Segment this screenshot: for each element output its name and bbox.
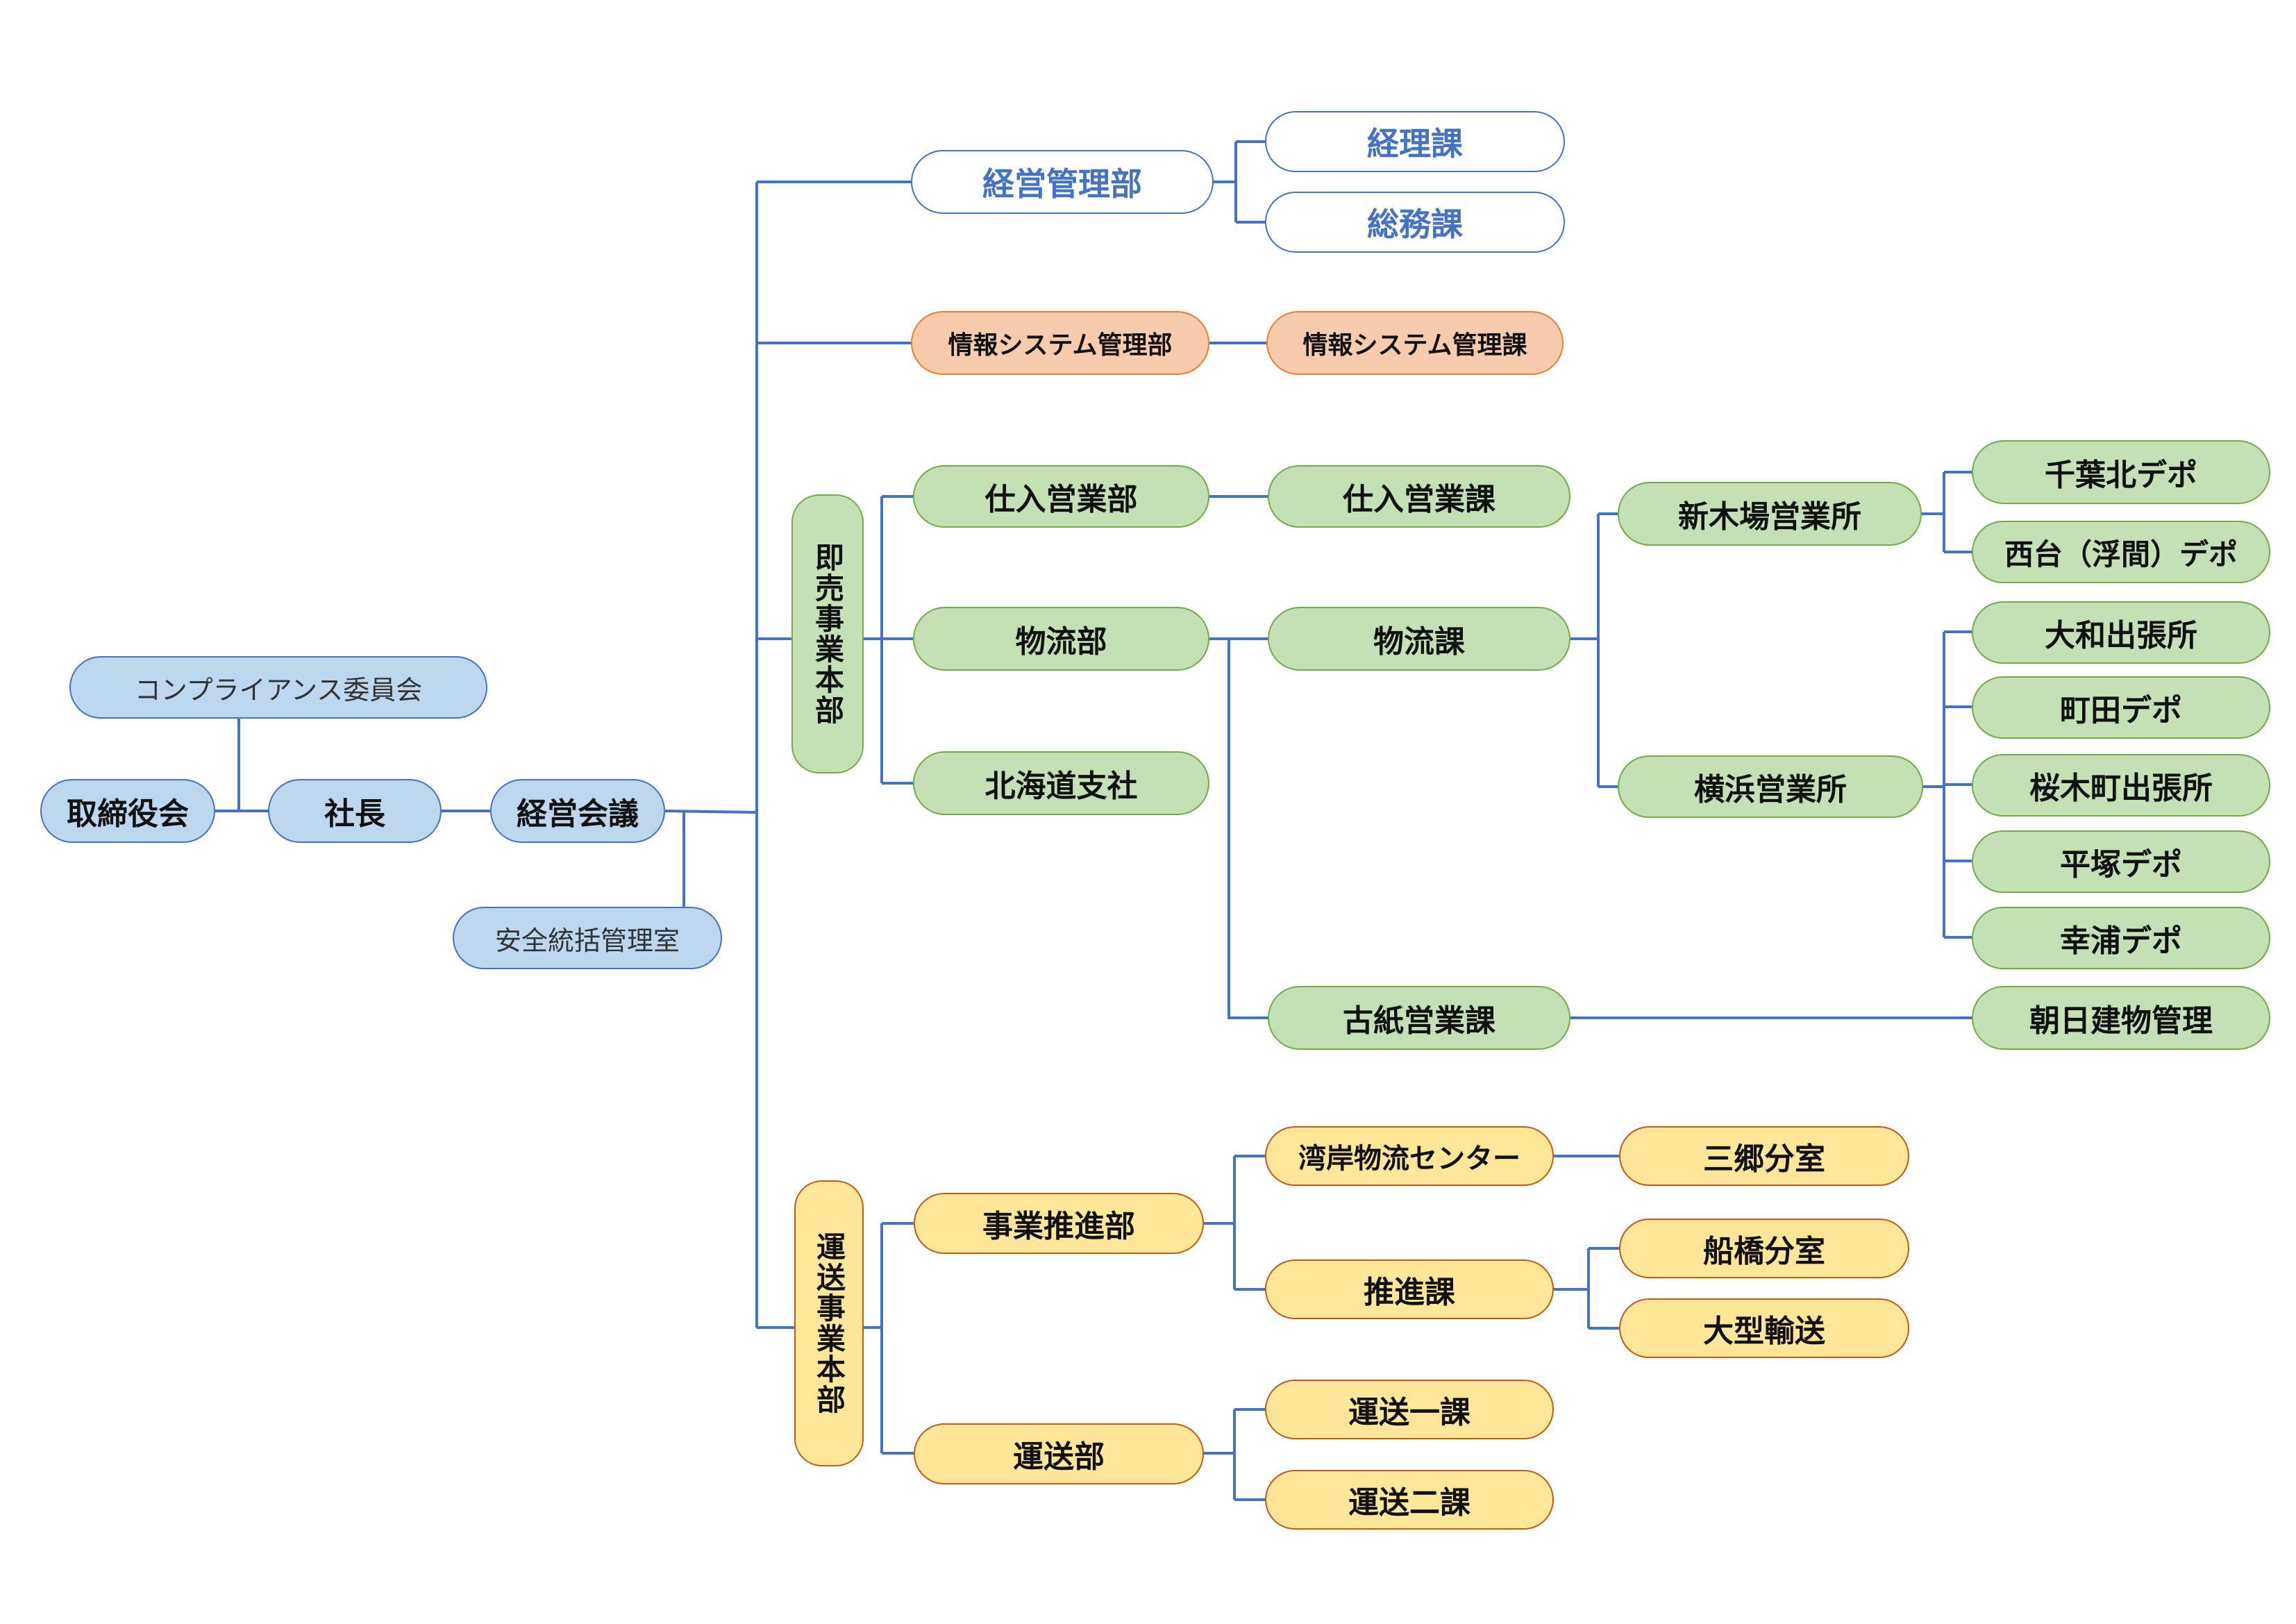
funabashi-office-node: 船橋分室	[1619, 1219, 1909, 1278]
ogata-transport-node: 大型輸送	[1619, 1298, 1909, 1358]
sakuragicho-office-node: 桜木町出張所	[1972, 754, 2270, 817]
line-jigyo-branch	[1204, 1155, 1265, 1291]
unso-dept-node: 運送部	[914, 1423, 1204, 1484]
line-sokubai-branch	[864, 495, 913, 785]
shinkiba-office-node: 新木場営業所	[1618, 482, 1922, 546]
purchase-section-node: 仕入営業課	[1268, 465, 1570, 528]
misato-office-node: 三郷分室	[1619, 1126, 1909, 1186]
machida-depot-node: 町田デポ	[1972, 676, 2270, 739]
hokkaido-branch-node: 北海道支社	[913, 751, 1209, 815]
unso-2-section-node: 運送二課	[1265, 1470, 1554, 1530]
chiba-kita-depot-node: 千葉北デポ	[1972, 440, 2270, 504]
info-dept-node: 情報システム管理部	[911, 311, 1209, 375]
line-logistics-offices	[1570, 512, 1618, 788]
unso-hq-node: 運送事業本部	[794, 1180, 864, 1466]
line-shinkiba-depots	[1922, 471, 1972, 553]
koshi-section-node: 古紙営業課	[1268, 986, 1570, 1050]
management-meeting-node: 経営会議	[490, 779, 665, 843]
line-unso-branch	[864, 1222, 914, 1455]
hiratsuka-depot-node: 平塚デポ	[1972, 830, 2270, 893]
logistics-section-node: 物流課	[1268, 607, 1570, 671]
nishidai-depot-node: 西台（浮間）デポ	[1972, 521, 2270, 583]
general-affairs-node: 総務課	[1265, 192, 1565, 253]
line-koshi	[1227, 639, 1268, 1019]
info-section-node: 情報システム管理課	[1266, 311, 1564, 375]
sokubai-hq-node: 即売事業本部	[791, 494, 864, 773]
yokohama-office-node: 横浜営業所	[1618, 755, 1923, 818]
unso-1-section-node: 運送一課	[1265, 1380, 1554, 1439]
wangan-center-node: 湾岸物流センター	[1265, 1126, 1554, 1186]
board-node: 取締役会	[40, 779, 215, 843]
logistics-dept-node: 物流部	[913, 607, 1209, 671]
jigyo-suishin-dept-node: 事業推進部	[914, 1193, 1204, 1254]
yamato-office-node: 大和出張所	[1972, 601, 2270, 664]
line-yokohama-offices	[1923, 630, 1972, 939]
president-node: 社長	[268, 779, 442, 843]
safety-office-node: 安全統括管理室	[453, 907, 722, 969]
sachiura-depot-node: 幸浦デポ	[1972, 907, 2270, 969]
purchase-dept-node: 仕入営業部	[913, 465, 1209, 528]
line-unso-sections	[1204, 1408, 1265, 1501]
line-mgmt-sections	[1214, 140, 1265, 224]
compliance-committee-node: コンプライアンス委員会	[69, 656, 487, 719]
mgmt-dept-node: 経営管理部	[911, 150, 1214, 214]
asahi-building-node: 朝日建物管理	[1972, 986, 2270, 1050]
accounting-node: 経理課	[1265, 111, 1565, 172]
line-meeting-trunk	[664, 810, 757, 814]
suishin-section-node: 推進課	[1265, 1259, 1554, 1319]
line-suishin-branch	[1554, 1247, 1619, 1330]
